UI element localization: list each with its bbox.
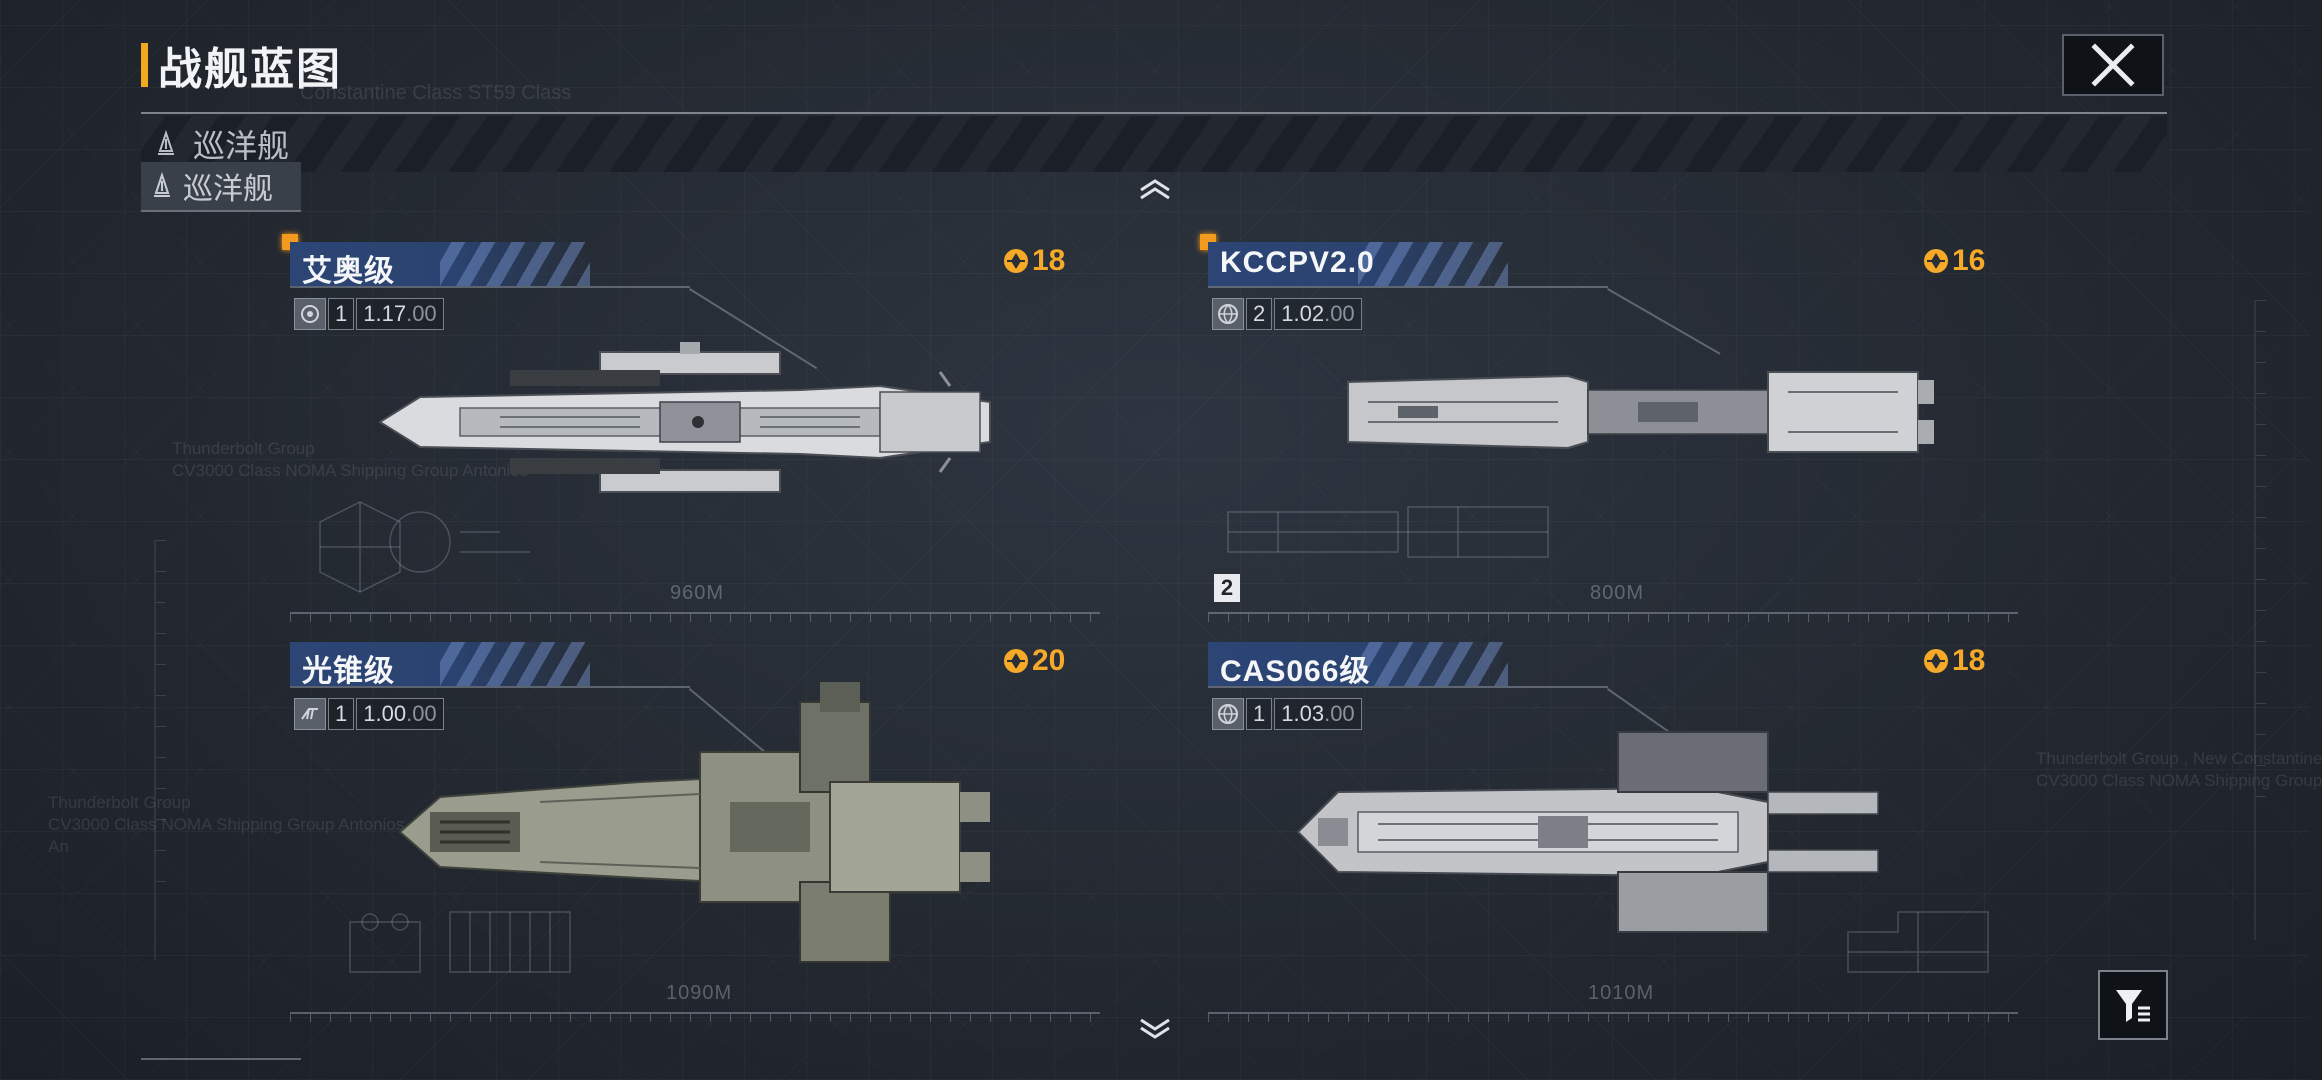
ship-length: 1010M [1588, 982, 1655, 1004]
cruiser-icon [158, 129, 174, 155]
ship-stats: 1 1.00.00 [294, 698, 444, 730]
filter-button[interactable] [2098, 970, 2168, 1040]
cost-icon [1004, 649, 1028, 673]
cost-icon [1924, 649, 1948, 673]
ship-length: 960M [670, 582, 725, 604]
background-text-left-bottom: Thunderbolt Group CV3000 Class NOMA Ship… [48, 793, 405, 856]
ship-stat-value: 1.00.00 [356, 698, 444, 730]
faction-gear-icon [294, 298, 326, 330]
category-chip-cruiser[interactable]: 巡洋舰 [141, 162, 301, 212]
arrow-faction-icon [294, 698, 326, 730]
ship-name: CAS066级 [1220, 655, 1371, 688]
ship-stat-value: 1.17.00 [356, 298, 444, 330]
globe-icon [1212, 298, 1244, 330]
bottom-divider [141, 1058, 301, 1060]
ship-card-1[interactable]: 艾奥级 18 1 1.17.00 [282, 234, 1100, 642]
ship-name-tag: 艾奥级 [290, 242, 590, 288]
cost-icon [1924, 249, 1948, 273]
ship-name-tag: KCCPV2.0 [1208, 242, 1508, 286]
blueprint-schematic [349, 911, 571, 973]
close-button[interactable] [2062, 34, 2164, 96]
globe-icon [1212, 698, 1244, 730]
ship-tier: 1 [328, 698, 355, 730]
chevron-up-icon[interactable] [1138, 178, 1172, 200]
ship-stat-value: 1.03.00 [1274, 698, 1362, 730]
header-divider [141, 112, 2167, 114]
ship-card-2[interactable]: KCCPV2.0 16 2 1.02.00 2 800M [1200, 234, 2018, 642]
title-accent-bar [141, 43, 148, 87]
blueprint-schematic [1847, 911, 1989, 973]
right-ruler [2254, 300, 2270, 940]
ship-image [1296, 731, 1879, 933]
ship-length: 800M [1590, 582, 1645, 604]
ship-stat-value: 1.02.00 [1274, 298, 1362, 330]
ship-cost: 18 [1922, 644, 1985, 678]
scale-line [290, 1012, 1100, 1014]
filter-icon [2116, 990, 2150, 1022]
ship-stats: 2 1.02.00 [1212, 298, 1362, 330]
background-text-left-top: Thunderbolt Group CV3000 Class NOMA Ship… [172, 439, 529, 480]
ship-image [1347, 371, 1934, 453]
left-ruler [154, 540, 170, 960]
category-bar[interactable]: 巡洋舰 [141, 116, 2167, 172]
ship-card-4[interactable]: CAS066级 18 1 1.03.00 1010M [1208, 642, 2018, 1042]
ship-cost: 16 [1922, 244, 1985, 278]
scale-line [1208, 1012, 2018, 1014]
ship-cost: 20 [1002, 644, 1065, 678]
ship-name: 光锥级 [302, 655, 395, 688]
ship-name: KCCPV2.0 [1220, 246, 1375, 279]
scale-line [1208, 612, 2018, 614]
page-title: 战舰蓝图 [158, 45, 342, 94]
category-bar-label: 巡洋舰 [193, 128, 290, 164]
close-icon [2091, 43, 2135, 87]
background-text-right: Thunderbolt Group , New Constantine CV30… [2036, 749, 2322, 790]
cruiser-icon [154, 171, 170, 197]
category-chip-label: 巡洋舰 [183, 173, 273, 206]
ship-tier: 1 [1246, 698, 1273, 730]
scale-line [290, 612, 1100, 614]
blueprint-schematic [319, 501, 530, 593]
ship-stats: 1 1.17.00 [294, 298, 444, 330]
cost-icon [1004, 249, 1028, 273]
ship-stats: 1 1.03.00 [1212, 698, 1362, 730]
page-header: 战舰蓝图 [141, 40, 342, 94]
ship-tier: 1 [328, 298, 355, 330]
chevron-down-icon[interactable] [1138, 1018, 1172, 1040]
ship-name-tag: CAS066级 [1208, 642, 1508, 688]
ship-card-3[interactable]: 光锥级 20 1 1.00.00 [290, 642, 1100, 1042]
blueprint-schematic [1227, 506, 1549, 558]
ship-tier: 2 [1246, 298, 1273, 330]
ship-length: 1090M [666, 982, 733, 1004]
ship-image [398, 682, 990, 963]
ghost-subtitle: Constantine Class ST59 Class [300, 82, 572, 104]
tier-badge: 2 [1214, 574, 1240, 602]
ship-name: 艾奥级 [302, 255, 395, 288]
ship-cost: 18 [1002, 244, 1065, 278]
ship-name-tag: 光锥级 [290, 642, 590, 688]
ship-image [378, 342, 991, 493]
